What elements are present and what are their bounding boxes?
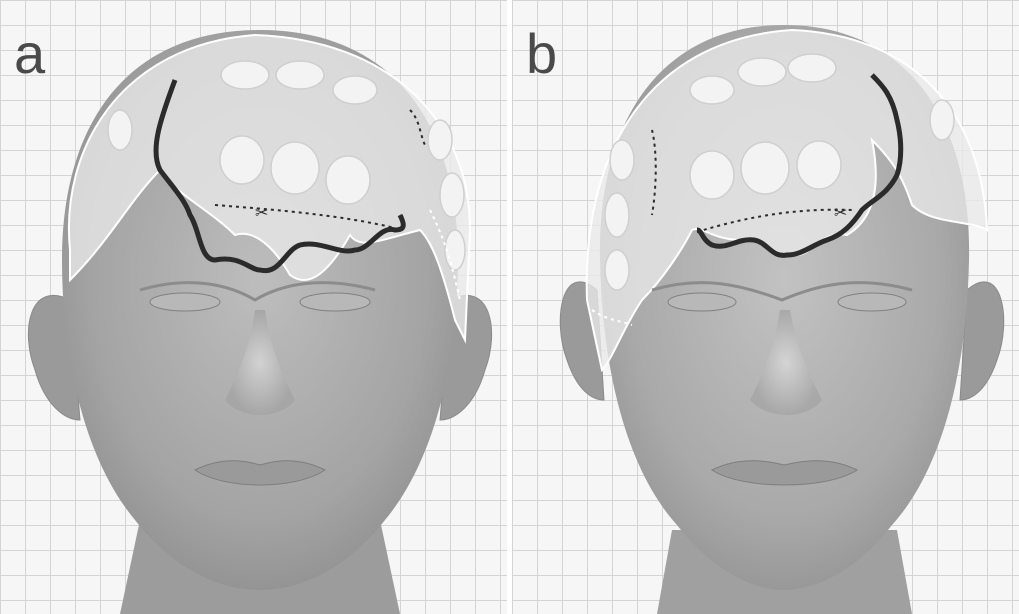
panel-label-b: b bbox=[526, 26, 557, 82]
scissors-icon: ✂ bbox=[255, 203, 268, 222]
panel-label-a: a bbox=[14, 26, 45, 82]
right-eye bbox=[838, 293, 906, 311]
scissors-icon: ✂ bbox=[834, 203, 847, 222]
right-eye bbox=[300, 293, 370, 311]
panel-a: ✂ a bbox=[0, 0, 507, 614]
panel-b: ✂ b bbox=[512, 0, 1019, 614]
head-illustration-b: ✂ bbox=[512, 0, 1019, 614]
left-eye bbox=[668, 293, 736, 311]
left-eye bbox=[150, 293, 220, 311]
head-illustration-a: ✂ bbox=[0, 0, 507, 614]
